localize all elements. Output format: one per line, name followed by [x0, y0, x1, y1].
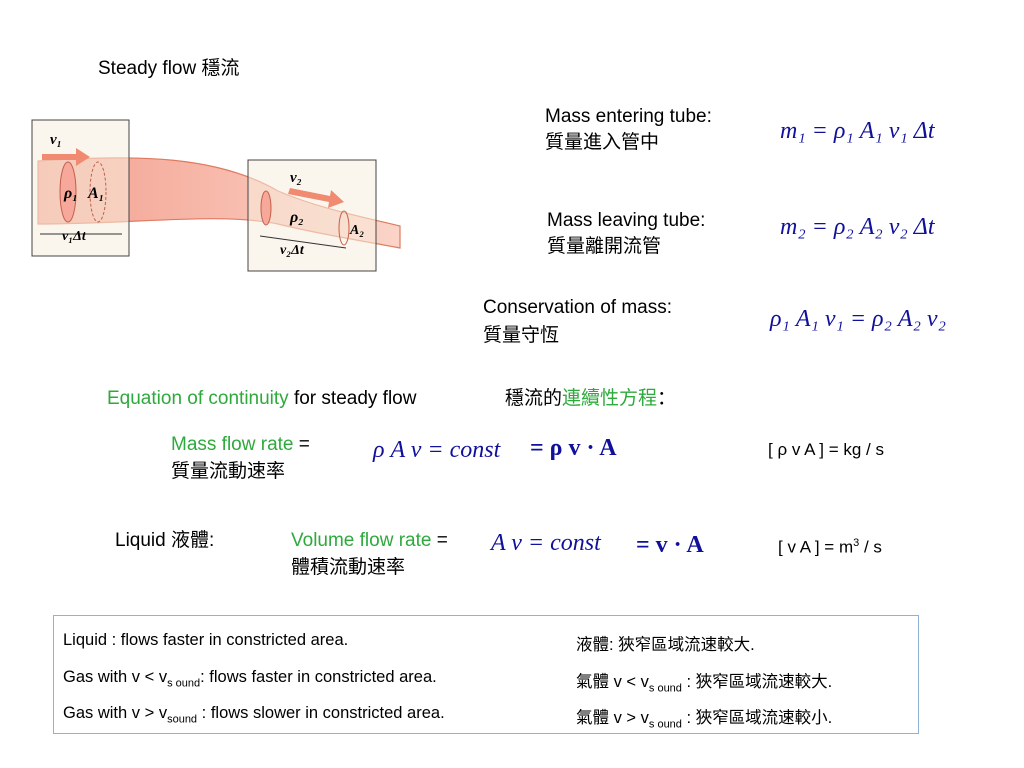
continuity-heading-green: Equation of continuity — [107, 388, 289, 409]
continuity-heading-rest: for steady flow — [288, 388, 417, 409]
row-2-zh-sub: s ound — [648, 682, 682, 695]
v2-label: v₂ — [290, 170, 302, 186]
v1-label: v₁ — [50, 132, 62, 148]
cross-section-a1-right — [89, 161, 107, 223]
v2-arrow-icon — [288, 188, 344, 208]
summary-row-3-zh: 氣體 v > vs ound : 狹窄區域流速較小. — [576, 704, 832, 730]
equation-m1: m₁ = ρ₁ A₁ v₁ Δt — [780, 118, 935, 144]
volume-flow-rate-eq: = — [431, 530, 448, 551]
conservation-zh: 質量守恆 — [483, 325, 560, 346]
mass-flow-unit: [ ρ v A ] = kg / s — [768, 440, 884, 459]
rho2-label: ρ₂ — [289, 209, 304, 226]
mass-entering-label: Mass entering tube: — [545, 106, 712, 127]
row-2-en-sub: s ound — [167, 677, 201, 690]
row-3-en-pre: Gas with v > v — [63, 704, 168, 722]
summary-row-1-zh: 液體: 狹窄區域流速較大. — [576, 636, 755, 654]
flow-tube-diagram: v₁ ρ₁ A₁ v₁Δt v₂ ρ₂ A₂ v₂Δt — [31, 119, 401, 272]
v1dt-label: v₁Δt — [62, 229, 87, 244]
cross-section-a2-right — [338, 210, 350, 246]
mass-leaving-label: Mass leaving tube: — [547, 210, 706, 231]
volume-flow-rate-zh: 體積流動速率 — [291, 557, 406, 578]
equation-conservation: ρ₁ A₁ v₁ = ρ₂ A₂ v₂ — [770, 306, 946, 332]
continuity-zh-green: 連續性方程 — [562, 388, 658, 409]
summary-row-2-zh: 氣體 v < vs ound : 狹窄區域流速較大. — [576, 668, 832, 694]
equation-mass-flow: ρ A v = const — [373, 437, 501, 463]
row-2-zh-post: : 狹窄區域流速較大. — [681, 673, 833, 691]
equation-volume-flow: A v = const — [491, 530, 601, 556]
conservation-label: Conservation of mass: — [483, 297, 673, 318]
mass-flow-rate-label: Mass flow rate = — [171, 433, 310, 457]
liquid-label: Liquid 液體: — [115, 530, 215, 551]
v2dt-dimension-line — [259, 235, 347, 249]
v1-arrow-icon — [42, 148, 90, 166]
mass-flow-rate-eq: = — [293, 434, 310, 455]
continuity-zh-colon: ： — [657, 388, 677, 409]
summary-row-2-en: Gas with v < vs ound: flows faster in co… — [63, 668, 437, 689]
row-2-en-pre: Gas with v < v — [63, 668, 168, 686]
mass-flow-rate-green: Mass flow rate — [171, 434, 294, 455]
row-3-zh-post: : 狹窄區域流速較小. — [681, 709, 833, 727]
summary-row-1-en: Liquid : flows faster in constricted are… — [63, 631, 349, 649]
volume-flow-unit: [ v A ] = m3 / s — [778, 537, 882, 558]
equation-mass-flow-vector: = ρ v · A — [530, 435, 617, 461]
cross-section-a1-left — [59, 161, 77, 223]
mass-entering-zh: 質量進入管中 — [545, 132, 660, 153]
row-3-zh-sub: s ound — [648, 718, 682, 731]
slide-title: Steady flow 穩流 — [98, 58, 240, 79]
equation-m2: m₂ = ρ₂ A₂ v₂ Δt — [780, 214, 935, 240]
volume-unit-pre: [ v A ] = m — [778, 537, 854, 557]
a1-label: A₁ — [87, 185, 104, 202]
equation-volume-flow-vector: = v · A — [636, 532, 704, 558]
row-2-zh-pre: 氣體 v < v — [576, 673, 649, 691]
continuity-heading-zh: 穩流的連續性方程： — [505, 387, 676, 411]
volume-flow-rate-green: Volume flow rate — [291, 530, 432, 551]
summary-row-3-en: Gas with v > vsound : flows slower in co… — [63, 704, 445, 725]
volume-unit-exponent: 3 — [853, 537, 860, 549]
mass-flow-rate-zh: 質量流動速率 — [171, 461, 286, 482]
volume-flow-rate-label: Volume flow rate = — [291, 529, 448, 553]
v2dt-label: v₂Δt — [280, 243, 305, 258]
summary-box: Liquid : flows faster in constricted are… — [53, 615, 919, 734]
a2-label: A₂ — [349, 223, 364, 238]
inset-box-1 — [31, 119, 130, 257]
row-2-en-post: : flows faster in constricted area. — [200, 668, 437, 686]
volume-unit-post: / s — [859, 537, 882, 557]
mass-leaving-zh: 質量離開流管 — [547, 236, 662, 257]
row-3-en-sub: sound — [167, 713, 198, 726]
cross-section-a2-left — [260, 190, 272, 226]
continuity-heading: Equation of continuity for steady flow — [107, 387, 416, 411]
row-3-zh-pre: 氣體 v > v — [576, 709, 649, 727]
continuity-zh-pre: 穩流的 — [505, 388, 563, 409]
row-3-en-post: : flows slower in constricted area. — [197, 704, 445, 722]
rho1-label: ρ₁ — [63, 185, 78, 202]
